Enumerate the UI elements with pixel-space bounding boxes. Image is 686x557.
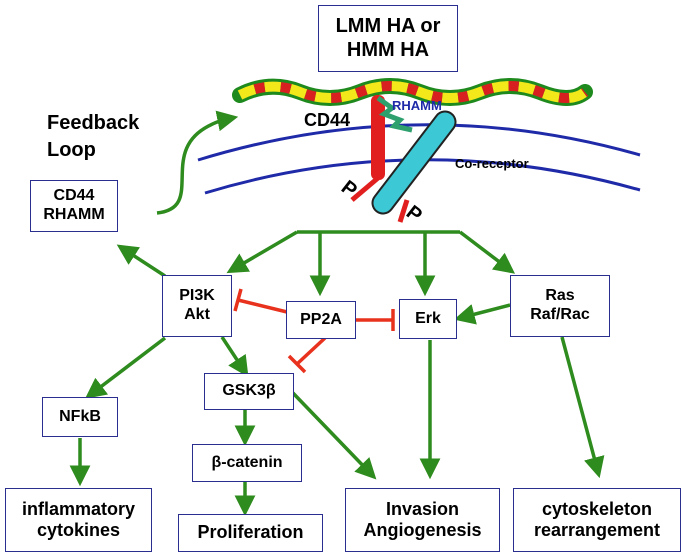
plasma-membrane-outer — [197, 123, 641, 162]
ligand-line1: LMM HA or — [335, 14, 441, 37]
co-receptor-label: Co-receptor — [455, 156, 529, 171]
gsk3b-label: GSK3β — [222, 382, 276, 400]
nfkb-box: NFkB — [42, 397, 118, 437]
inhibition-pp2a-gsk3b — [287, 336, 327, 374]
inflammatory-cytokines-box: inflammatory cytokines — [5, 488, 152, 552]
nfkb-label: NFkB — [59, 407, 101, 425]
pp2a-label: PP2A — [300, 310, 342, 328]
cytoskeleton-line2: rearrangement — [533, 520, 661, 540]
ras-line: Ras — [545, 287, 575, 305]
cytoskeleton-line1: cytoskeleton — [541, 498, 653, 519]
erk-label: Erk — [415, 309, 441, 327]
beta-catenin-label: β-catenin — [211, 453, 283, 471]
arrow-to-pi3k — [226, 230, 298, 274]
cd44-rhamm-line2: RHAMM — [43, 206, 105, 223]
cd44-receptor — [371, 95, 385, 180]
inflammatory-line2: cytokines — [36, 520, 121, 540]
akt-line: Akt — [184, 306, 210, 323]
feedback-loop-label: Feedback Loop — [47, 110, 139, 164]
pi3k-line: PI3K — [179, 287, 215, 305]
arrow-pi3k-to-nfkb — [84, 336, 167, 399]
arrow-ras-to-cytoskeleton — [560, 336, 605, 479]
ligand-box: LMM HA or HMM HA — [318, 5, 458, 72]
arrow-to-ras — [458, 230, 516, 274]
arrow-gsk3b-to-invasion — [290, 390, 377, 480]
raf-rac-line: Raf/Rac — [530, 306, 590, 323]
ligand-line2: HMM HA — [346, 38, 430, 61]
feedback-line2: Loop — [47, 139, 96, 161]
cd44-rhamm-line1: CD44 — [53, 187, 95, 205]
arrow-ras-to-erk — [453, 303, 511, 325]
proliferation-box: Proliferation — [178, 514, 323, 552]
inhibition-pp2a-erk — [356, 309, 395, 331]
hyaluronan-chain — [232, 78, 593, 106]
inflammatory-line1: inflammatory — [21, 498, 136, 519]
rhamm-receptor — [376, 95, 413, 133]
angiogenesis-line: Angiogenesis — [363, 520, 482, 540]
beta-catenin-box: β-catenin — [192, 444, 302, 482]
proliferation-label: Proliferation — [197, 522, 304, 543]
cytoskeleton-rearrangement-box: cytoskeleton rearrangement — [513, 488, 681, 552]
cd44-label: CD44 — [304, 110, 351, 130]
arrow-to-cd44-rhamm — [116, 244, 166, 278]
cd44-rhamm-box: CD44 RHAMM — [30, 180, 118, 232]
invasion-line: Invasion — [385, 498, 460, 519]
gsk3b-box: GSK3β — [204, 373, 294, 410]
inhibition-pp2a-pi3k — [233, 288, 288, 314]
erk-box: Erk — [399, 299, 457, 339]
pp2a-box: PP2A — [286, 301, 356, 339]
arrow-pi3k-to-gsk3b — [220, 336, 249, 378]
pi3k-akt-box: PI3K Akt — [162, 275, 232, 337]
ras-raf-box: Ras Raf/Rac — [510, 275, 610, 337]
co-receptor-cylinder — [371, 110, 457, 223]
rhamm-label: RHAMM — [392, 98, 442, 113]
invasion-angiogenesis-box: Invasion Angiogenesis — [345, 488, 500, 552]
feedback-line1: Feedback — [47, 112, 140, 134]
feedback-arrow — [156, 110, 239, 215]
